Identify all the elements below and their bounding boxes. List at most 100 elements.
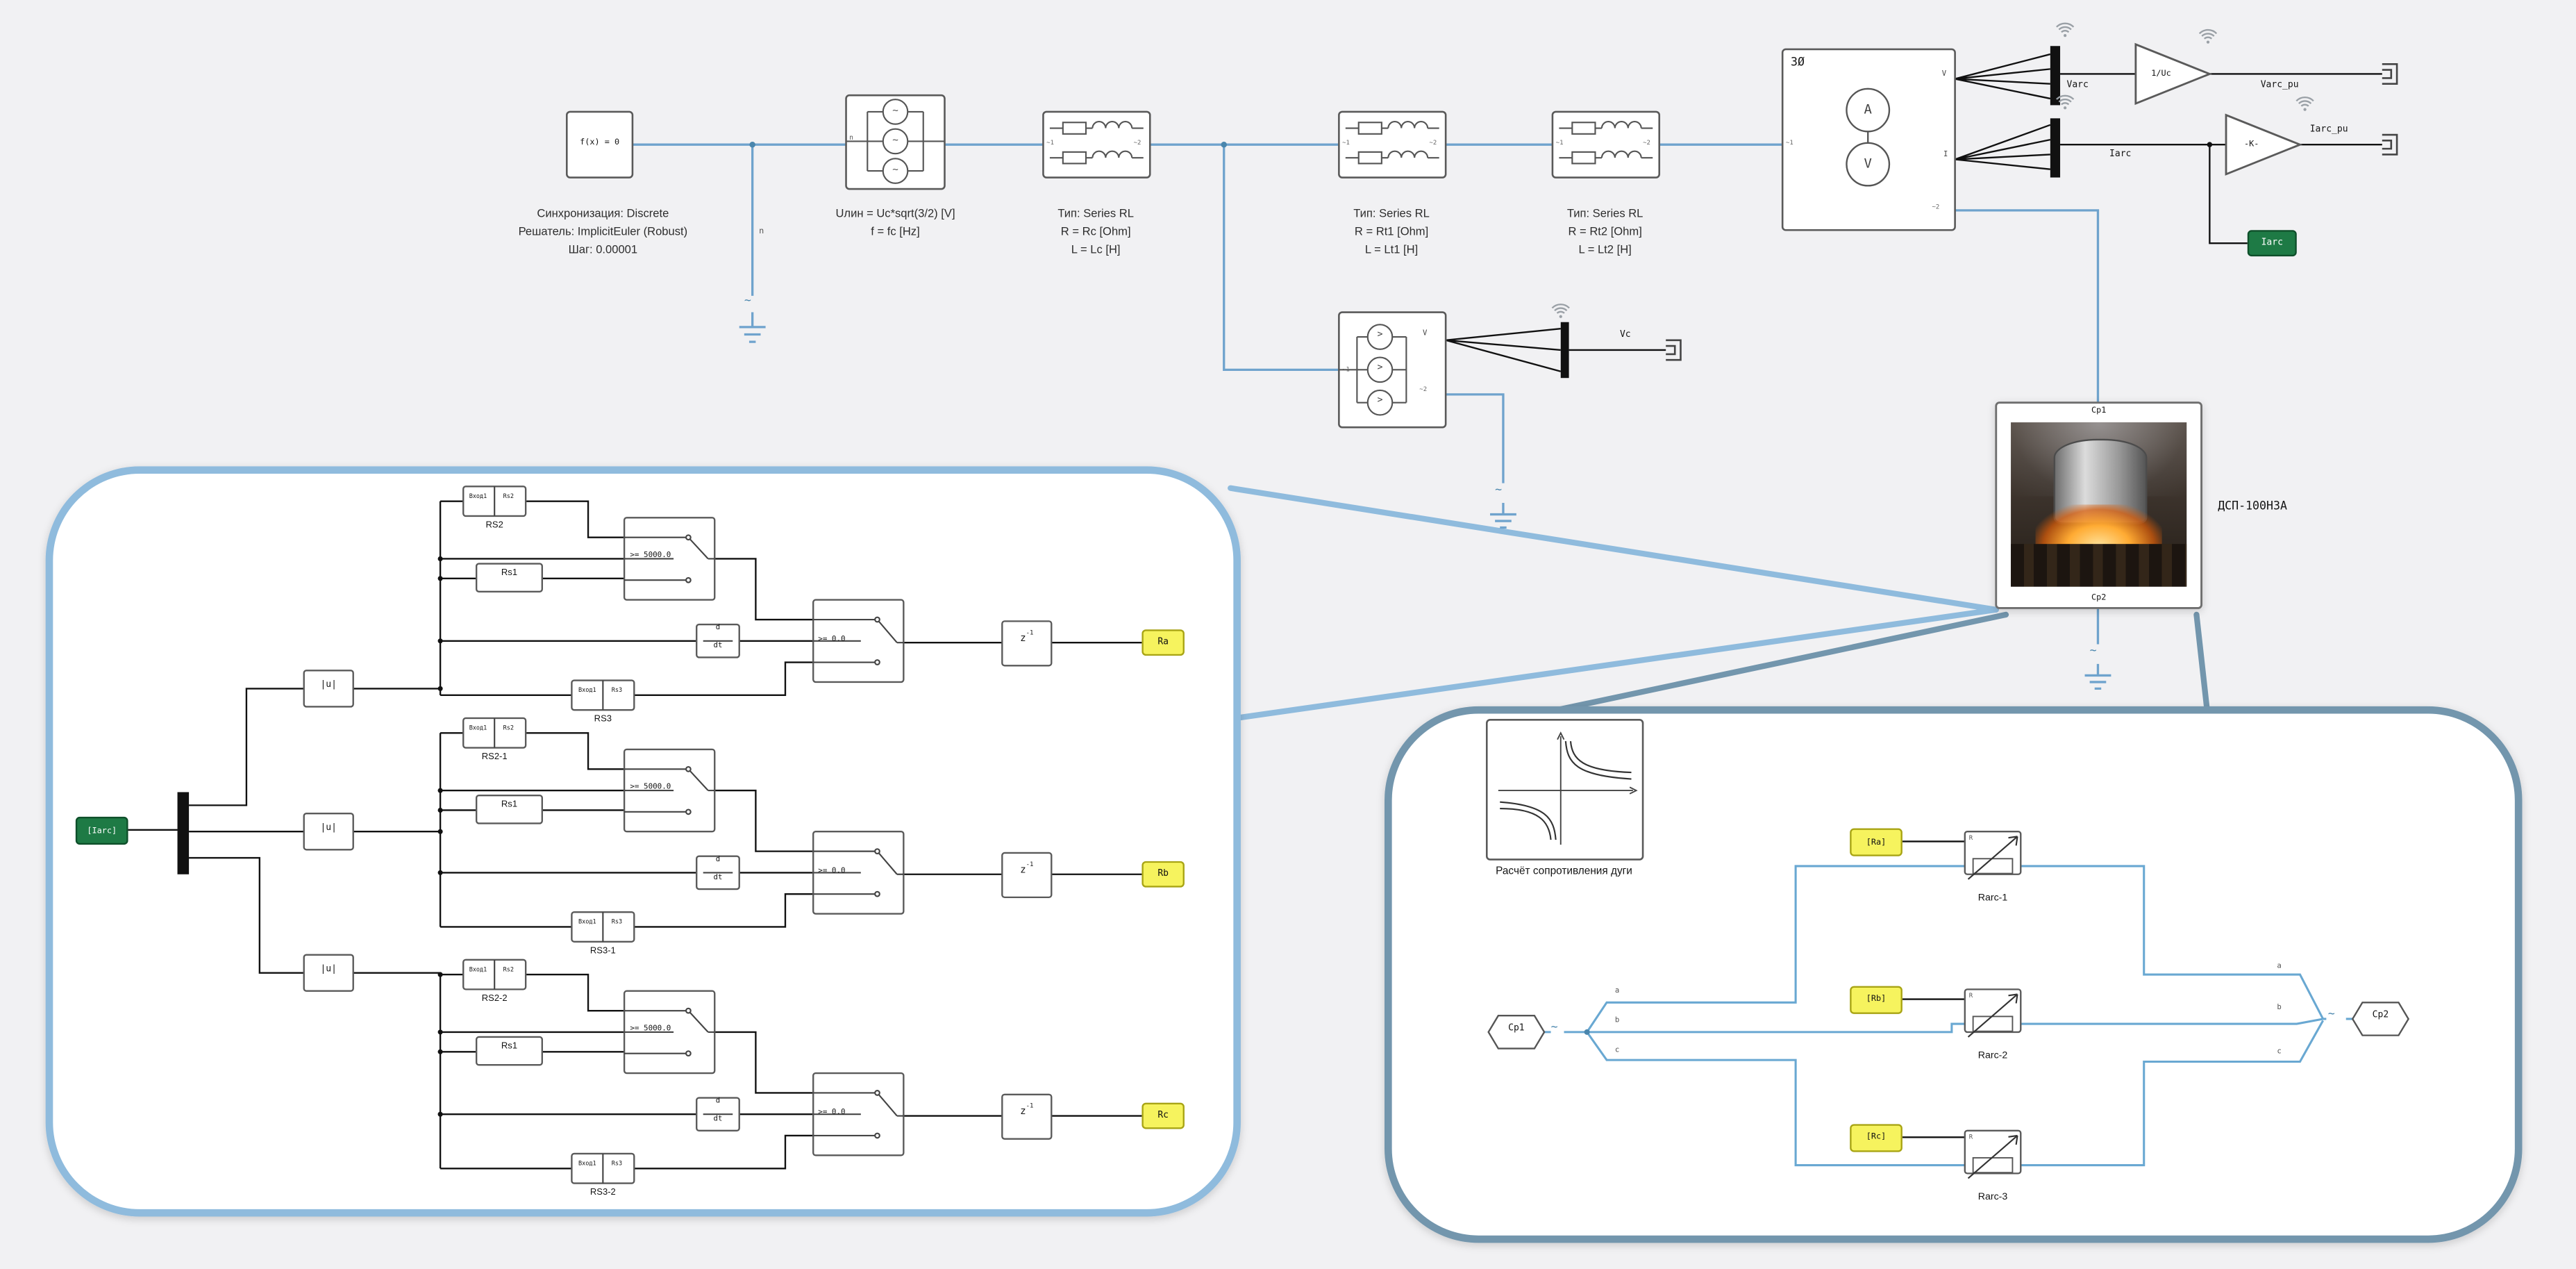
derivative-den: dt xyxy=(713,1115,723,1124)
from-iarc-tag[interactable]: [Iarc] xyxy=(75,816,128,845)
gain-block-1uc[interactable] xyxy=(2134,42,2213,106)
rs3-name: RS3 xyxy=(594,714,612,724)
vmeter-out-v: V xyxy=(1423,330,1428,339)
goto-rc-tag[interactable]: Rc xyxy=(1141,1102,1185,1129)
phase-a-label: a xyxy=(2277,963,2282,972)
rl2-port-in: ~1 xyxy=(1342,138,1350,147)
arc-resistance-calc-block[interactable] xyxy=(1485,719,1644,861)
series-rl-block-1[interactable] xyxy=(1042,110,1151,179)
rarc-r-port: R xyxy=(1968,833,1973,842)
switch-threshold-zero: >= 0.0 xyxy=(818,867,846,876)
voltmeter-label: V xyxy=(1864,155,1872,170)
rarc-2-block[interactable] xyxy=(1964,988,2022,1038)
rs2-name: RS2-1 xyxy=(481,752,508,763)
meter-out-v: V xyxy=(1941,70,1947,79)
rs2-out-port: Rs2 xyxy=(503,966,514,974)
calc-block-name: Расчёт сопротивления дуги xyxy=(1496,865,1632,878)
meter-corner-label: 3Ø xyxy=(1791,56,1805,69)
rs1-block-label: Rs1 xyxy=(501,568,518,579)
unit-delay-label: z-1 xyxy=(1020,859,1034,877)
solver-config-block[interactable] xyxy=(565,110,634,179)
rarc-1-block[interactable] xyxy=(1964,831,2022,881)
abs-blocks[interactable] xyxy=(303,670,354,992)
rs1-block-label: Rs1 xyxy=(501,799,518,810)
rarc-r-port: R xyxy=(1968,1132,1973,1141)
vmeter-gt: > xyxy=(1377,395,1383,406)
meter-port-out: ~2 xyxy=(1932,202,1940,210)
rs3-name: RS3-2 xyxy=(589,1188,616,1198)
rs3-in-port: Вход1 xyxy=(578,1161,596,1168)
from-rb-tag[interactable]: [Rb] xyxy=(1850,985,1902,1013)
switch-threshold-high: >= 5000.0 xyxy=(630,552,671,561)
rs2-name: RS2-2 xyxy=(481,994,508,1004)
outport-icon[interactable] xyxy=(1666,63,2398,361)
goto-iarc-tag[interactable]: Iarc xyxy=(2247,230,2297,257)
rs2-out-port: Rs2 xyxy=(503,725,514,732)
voltage-measurement-block[interactable] xyxy=(1338,311,1447,429)
gain-block-k[interactable] xyxy=(2225,113,2303,176)
rarc-2-name: Rarc-2 xyxy=(1977,1052,2008,1062)
from-ra-tag[interactable]: [Ra] xyxy=(1850,828,1902,856)
switch-threshold-high: >= 5000.0 xyxy=(630,1026,671,1034)
abs-label: |u| xyxy=(320,963,337,974)
unit-delay-label: z-1 xyxy=(1020,1100,1034,1118)
switch-threshold-high: >= 5000.0 xyxy=(630,784,671,793)
cp1-port-label: Cp1 xyxy=(1508,1024,1525,1034)
meter-out-i: I xyxy=(1943,151,1948,160)
rs3-in-port: Вход1 xyxy=(578,919,596,926)
abs-label: |u| xyxy=(320,679,337,690)
neutral-label: n xyxy=(759,226,764,237)
derivative-den: dt xyxy=(713,873,723,882)
bus-mux-bar[interactable] xyxy=(1560,322,1569,379)
connection-port-cp1[interactable] xyxy=(1487,1015,1546,1050)
vmeter-gt: > xyxy=(1377,362,1383,372)
unit-delay-label: z-1 xyxy=(1020,627,1034,645)
rarc-r-port: R xyxy=(1968,990,1973,1000)
furnace-cp2-label: Cp2 xyxy=(2091,593,2107,604)
tilde-glyph: ~ xyxy=(1550,1020,1558,1034)
from-rc-tag[interactable]: [Rc] xyxy=(1850,1123,1902,1152)
rl2-annotation: Тип: Series RL R = Rt1 [Ohm] L = Lt1 [H] xyxy=(1353,208,1430,256)
demux-bar[interactable] xyxy=(177,792,190,874)
resistance-control-wires xyxy=(1902,840,1965,1138)
phase-b-label: b xyxy=(1614,1017,1620,1026)
rl1-port-out: ~2 xyxy=(1133,138,1141,147)
tilde-glyph: ~ xyxy=(2089,644,2097,658)
switch-threshold-zero: >= 0.0 xyxy=(818,635,846,644)
bus-mux-bar[interactable] xyxy=(2050,46,2061,106)
three-phase-source-block[interactable] xyxy=(845,94,946,190)
rs2-in-port: Вход1 xyxy=(469,725,487,732)
gain-k-label: -K- xyxy=(2244,138,2259,149)
rs2-in-port: Вход1 xyxy=(469,966,487,974)
bus-mux-bar[interactable] xyxy=(2050,118,2061,178)
connection-port-cp2[interactable] xyxy=(2351,1002,2410,1036)
cp2-port-label: Cp2 xyxy=(2372,1011,2389,1021)
ammeter-label: A xyxy=(1864,101,1872,116)
rl1-annotation: Тип: Series RL R = Rc [Ohm] L = Lc [H] xyxy=(1057,208,1134,256)
goto-rb-tag[interactable]: Rb xyxy=(1141,861,1185,888)
tilde-glyph: ~ xyxy=(1495,483,1503,497)
rs2-name: RS2 xyxy=(485,521,503,531)
series-rl-block-3[interactable] xyxy=(1551,110,1661,179)
series-rl-block-2[interactable] xyxy=(1338,110,1447,179)
iarc-label: Iarc xyxy=(2109,149,2132,160)
goto-ra-tag[interactable]: Ra xyxy=(1141,629,1185,656)
phase-b-label: b xyxy=(2277,1004,2282,1013)
rs3-in-port: Вход1 xyxy=(578,687,596,695)
three-phase-vi-measurement-block[interactable] xyxy=(1781,48,1956,231)
rarc-3-name: Rarc-3 xyxy=(1977,1193,2008,1203)
vmeter-gt: > xyxy=(1377,329,1383,340)
phase-c-label: c xyxy=(1614,1047,1620,1056)
switch-threshold-zero: >= 0.0 xyxy=(818,1109,846,1117)
solver-annotation: Синхронизация: Discrete Решатель: Implic… xyxy=(518,208,688,256)
rl3-port-out: ~2 xyxy=(1643,138,1650,147)
electrical-wires xyxy=(632,143,2111,690)
gain-1uc-label: 1/Uc xyxy=(2151,68,2171,78)
rl3-port-in: ~1 xyxy=(1555,138,1564,147)
arc-resistance-panel xyxy=(45,466,1241,1217)
junction-dot xyxy=(749,141,755,148)
rarc-3-block[interactable] xyxy=(1964,1129,2022,1179)
meter-port-in: ~1 xyxy=(1785,138,1793,147)
vmeter-port1: ~1 xyxy=(1342,365,1350,374)
